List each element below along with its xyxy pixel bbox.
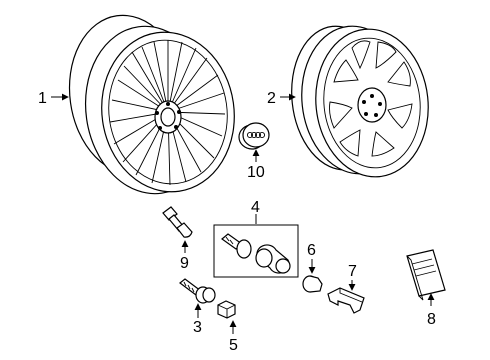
part-3-valve[interactable]: [179, 278, 216, 304]
callout-4: 4: [251, 199, 260, 216]
callout-2: 2: [267, 90, 276, 107]
callout-9: 9: [180, 255, 189, 272]
part-6-cap[interactable]: [302, 275, 323, 293]
callout-10: 10: [247, 164, 265, 181]
leader-lines: [51, 93, 435, 334]
callout-1: 1: [38, 90, 47, 107]
wheel-2-spokes: [329, 40, 413, 157]
part-4-lock-kit-box[interactable]: [213, 224, 299, 278]
part-7-tool[interactable]: [327, 287, 365, 314]
part-10-center-cap[interactable]: [238, 122, 270, 150]
part-2-wheel[interactable]: [285, 21, 436, 183]
part-1-alloy-wheel[interactable]: [59, 8, 244, 202]
callout-7: 7: [348, 263, 357, 280]
callout-6: 6: [307, 242, 316, 259]
part-9-valve-stem[interactable]: [162, 206, 193, 238]
wheel-1-spokes: [109, 40, 226, 186]
callout-3: 3: [193, 319, 202, 336]
callout-8: 8: [427, 311, 436, 328]
callout-5: 5: [229, 337, 238, 354]
part-5-nut[interactable]: [217, 300, 236, 319]
part-8-booklet[interactable]: [406, 249, 446, 301]
